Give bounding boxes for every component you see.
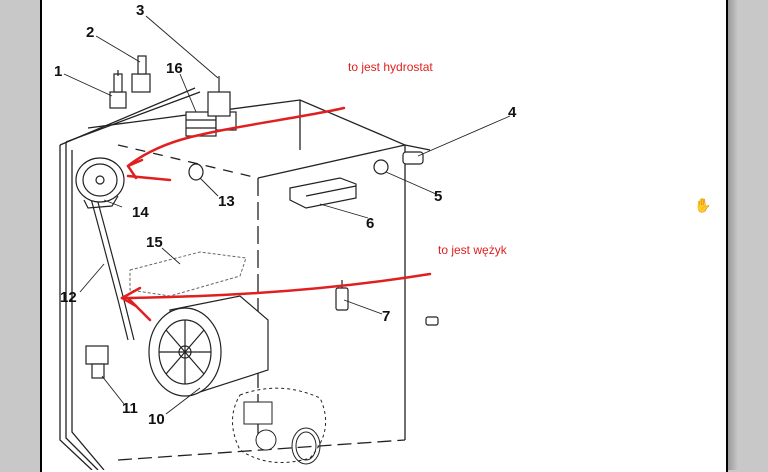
part-number-6: 6: [366, 215, 374, 232]
part-numbers: 1 2 3 4 5 6 7 10 11 12 13 14 15 16: [54, 2, 517, 428]
part-number-5: 5: [434, 188, 442, 205]
hand-cursor-icon: ✋: [694, 197, 712, 213]
grommet-part-13: [188, 163, 204, 181]
part-number-13: 13: [218, 193, 235, 210]
hose-part: [89, 194, 135, 341]
part-number-11: 11: [122, 400, 138, 417]
part-number-4: 4: [508, 104, 517, 121]
clip-part: [425, 316, 439, 326]
cabinet-frame: [59, 87, 431, 470]
part-number-16: 16: [166, 60, 183, 77]
part-number-3: 3: [136, 2, 144, 19]
connector-part-1: [109, 70, 127, 109]
part-4: [402, 151, 424, 165]
switch-part-2: [131, 55, 151, 93]
door-lock-part-6: [289, 177, 357, 209]
red-annotation-arrows: [120, 106, 432, 322]
part-number-15: 15: [146, 234, 163, 251]
pressure-switch-part: [75, 157, 125, 209]
part-number-12: 12: [60, 289, 77, 306]
part-number-7: 7: [382, 308, 390, 325]
part-number-1: 1: [54, 63, 62, 80]
capacitor-part-3: [207, 76, 231, 117]
motor-part-10: [148, 295, 269, 397]
heater-part-15: [129, 251, 247, 297]
part-number-2: 2: [86, 24, 94, 41]
diagram-page: [40, 0, 728, 472]
part-7: [335, 280, 349, 311]
leader-lines: [63, 15, 511, 415]
drain-pump-group: [232, 387, 327, 465]
pump-part-11: [85, 345, 109, 379]
hydrostat-note: to jest hydrostat: [348, 60, 433, 74]
page-shadow: [728, 0, 738, 470]
part-5: [373, 159, 389, 175]
hose-note: to jest wężyk: [438, 243, 508, 257]
part-number-14: 14: [132, 204, 149, 221]
part-number-10: 10: [148, 411, 165, 428]
